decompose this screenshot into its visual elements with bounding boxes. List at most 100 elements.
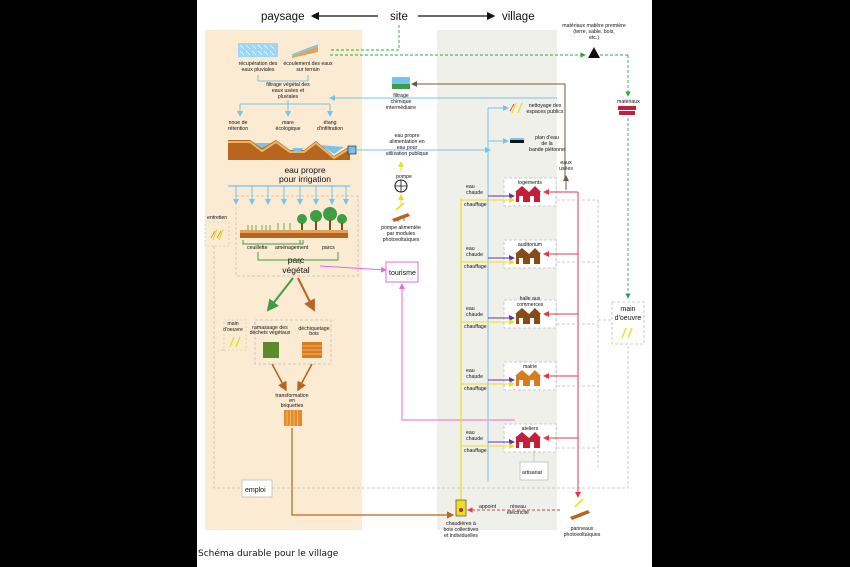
appoint-label: appoint bbox=[479, 504, 497, 510]
building-icon bbox=[515, 308, 541, 324]
building-label: mairie bbox=[523, 364, 537, 370]
building-icon bbox=[515, 370, 541, 386]
building-icon bbox=[515, 186, 541, 202]
header-village: village bbox=[502, 11, 535, 23]
paysage-zone bbox=[205, 30, 362, 530]
rain-icon bbox=[238, 43, 278, 57]
main-oeuvre-dashed-trunk bbox=[557, 199, 612, 470]
ramassage-to-briquettes bbox=[271, 363, 287, 392]
materiaux-label: matériaux bbox=[617, 99, 640, 105]
sun-energy-icon-2 bbox=[229, 336, 241, 348]
parc-to-tourisme bbox=[319, 265, 387, 273]
parc-to-ramassage bbox=[266, 277, 294, 312]
terrain-section bbox=[228, 140, 357, 160]
emploi-dashed-loop bbox=[213, 246, 629, 489]
artisanat-label: artisanat bbox=[522, 470, 542, 476]
cueillette-label: ceuillette bbox=[247, 245, 268, 251]
site-green-dashed bbox=[330, 25, 400, 51]
park-to-parc bbox=[257, 252, 339, 264]
eaux-usees-line bbox=[411, 81, 566, 180]
pv-panel-icon bbox=[392, 202, 410, 222]
park-trees-icon bbox=[240, 207, 348, 238]
entretien-box bbox=[204, 221, 230, 247]
header-paysage: paysage bbox=[261, 11, 304, 23]
entretien-label: entretien bbox=[207, 215, 227, 221]
building-0: logements bbox=[503, 177, 557, 207]
village-to-tourisme bbox=[399, 283, 515, 421]
tourisme-label: tourisme bbox=[389, 270, 416, 277]
emploi-label: emploi bbox=[245, 487, 266, 494]
tourisme-box bbox=[385, 261, 419, 283]
park-brackets bbox=[242, 240, 304, 245]
building-label: ateliers bbox=[522, 426, 539, 432]
building-label: logements bbox=[518, 180, 542, 186]
amenagement-label: aménagement bbox=[275, 245, 309, 251]
wood-chips-icon bbox=[302, 342, 322, 358]
materiaux-icon bbox=[618, 106, 636, 115]
chauffage-label: chauffage bbox=[464, 386, 487, 392]
caption: Schéma durable pour le village bbox=[198, 549, 339, 559]
main-oeuvre-paysage-box bbox=[223, 319, 247, 351]
pump-icon bbox=[394, 179, 408, 193]
runoff-icon bbox=[291, 44, 319, 58]
briquettes-to-chaudieres bbox=[291, 428, 455, 519]
chemical-filter-icon bbox=[392, 77, 410, 89]
building-icon bbox=[515, 432, 541, 448]
dechiquetage-to-briquettes bbox=[297, 363, 313, 392]
chauffage-label: chauffage bbox=[464, 264, 487, 270]
pompe-label: pompe bbox=[396, 174, 412, 180]
chauffage-label: chauffage bbox=[464, 324, 487, 330]
building-label: auditorium bbox=[518, 242, 542, 248]
sun-energy-icon bbox=[210, 228, 224, 241]
emploi-box bbox=[241, 479, 273, 498]
chauffage-label: chauffage bbox=[464, 202, 487, 208]
main-oeuvre-village-icon bbox=[621, 327, 633, 339]
green-waste-icon bbox=[263, 342, 279, 358]
parc-box bbox=[235, 195, 359, 277]
parc-to-dechiquetage bbox=[297, 277, 315, 312]
building-icon bbox=[515, 248, 541, 264]
solar-panel-icon bbox=[570, 498, 590, 520]
briquettes-icon bbox=[284, 410, 302, 426]
water-plane-icon bbox=[510, 138, 524, 143]
chauffage-label: chauffage bbox=[464, 448, 487, 454]
boiler-icon bbox=[455, 499, 467, 517]
dechets-box bbox=[254, 319, 332, 365]
mountain-icon bbox=[588, 47, 600, 58]
header-site: site bbox=[390, 11, 408, 23]
parcs-label: parcs bbox=[322, 245, 335, 251]
materiaux-premiere-label: matériaux matière première(terre, sable,… bbox=[562, 23, 626, 41]
